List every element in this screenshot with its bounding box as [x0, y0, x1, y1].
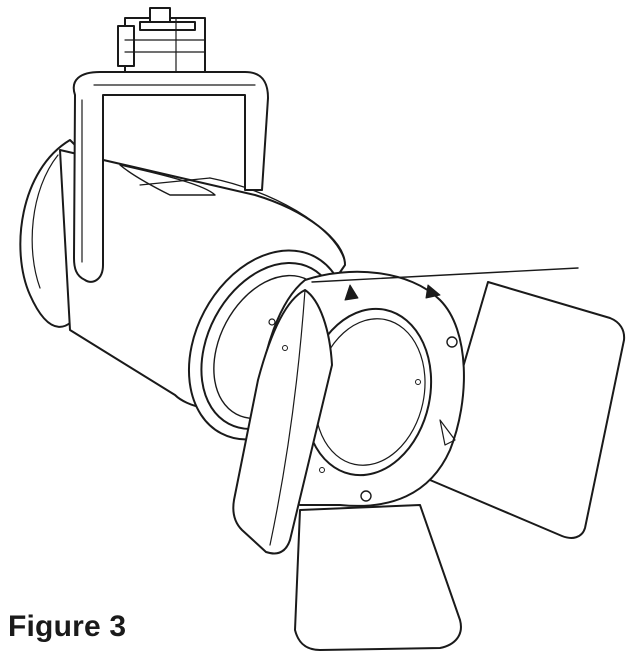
barn-door-left — [232, 289, 333, 555]
track-adapter — [117, 7, 206, 73]
figure-caption: Figure 3 — [8, 610, 127, 643]
yoke-bracket — [72, 71, 269, 283]
barn-door-bottom — [294, 504, 462, 651]
